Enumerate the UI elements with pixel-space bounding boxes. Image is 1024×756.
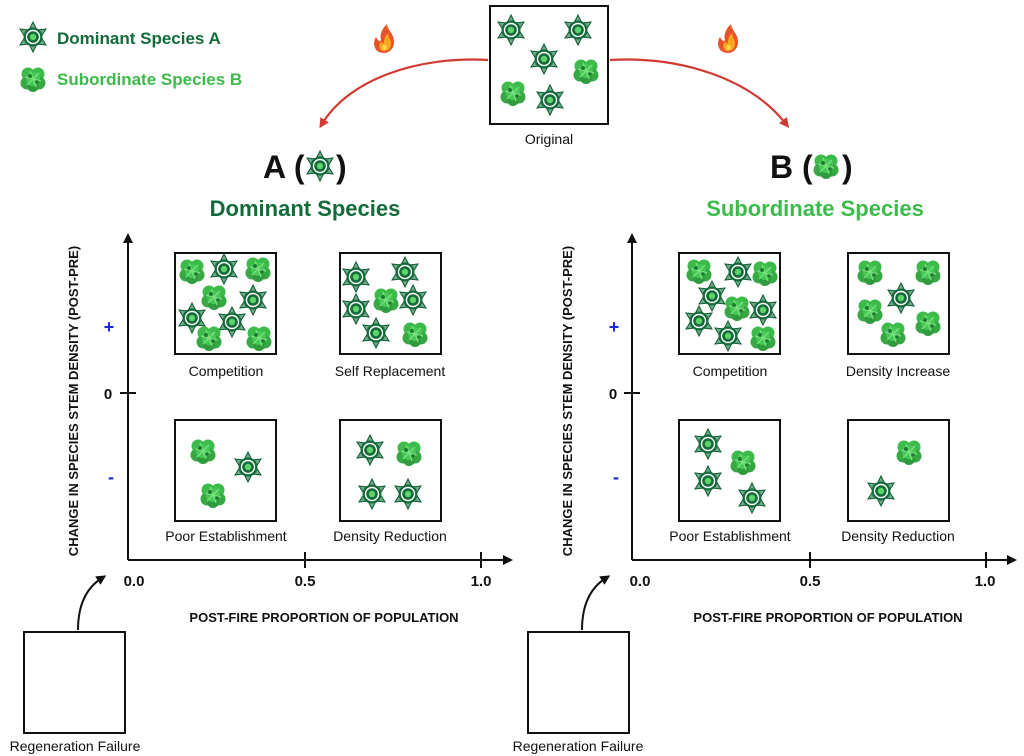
dominant-species-icon bbox=[306, 150, 334, 182]
x-axis-label: POST-FIRE PROPORTION OF POPULATION bbox=[693, 610, 962, 625]
x-axis-label: POST-FIRE PROPORTION OF POPULATION bbox=[189, 610, 458, 625]
quadrant-caption: Poor Establishment bbox=[669, 528, 791, 544]
x-tick-1: 1.0 bbox=[975, 573, 996, 590]
legend-subordinate-label: Subordinate Species B bbox=[57, 70, 242, 89]
y-tick-minus: - bbox=[108, 467, 114, 487]
regeneration-failure-box bbox=[527, 631, 630, 734]
y-tick-minus: - bbox=[613, 467, 619, 487]
subordinate-species-icon bbox=[19, 66, 47, 93]
dominant-species-icon bbox=[19, 21, 47, 53]
quadrant-caption: Poor Establishment bbox=[165, 528, 287, 544]
panel-b-subtitle: Subordinate Species bbox=[706, 196, 924, 221]
panel-b-letter: B ( bbox=[770, 149, 813, 185]
regeneration-failure-box bbox=[23, 631, 126, 734]
subordinate-species-icon bbox=[812, 153, 840, 180]
quadrant-caption: Density Reduction bbox=[841, 528, 955, 544]
x-tick-0: 0.0 bbox=[630, 573, 651, 590]
panel-a-close: ) bbox=[336, 149, 347, 185]
y-axis-label: CHANGE IN SPECIES STEM DENSITY (POST-PRE… bbox=[560, 246, 575, 556]
x-tick-0: 0.0 bbox=[124, 573, 145, 590]
x-tick-0-5: 0.5 bbox=[295, 573, 316, 590]
y-tick-plus: + bbox=[104, 317, 115, 337]
fire-icon bbox=[718, 24, 738, 53]
panel-b-close: ) bbox=[842, 149, 853, 185]
panel-a-subtitle: Dominant Species bbox=[210, 196, 401, 221]
quadrant-caption: Density Reduction bbox=[333, 528, 447, 544]
legend: Dominant Species A Subordinate Species B bbox=[19, 21, 242, 93]
original-caption: Original bbox=[525, 131, 573, 147]
arrow-to-panel-b bbox=[609, 58, 790, 128]
arrow-to-panel-a bbox=[319, 58, 489, 129]
x-tick-0-5: 0.5 bbox=[800, 573, 821, 590]
quadrant-caption: Self Replacement bbox=[335, 363, 446, 379]
panel-b: B ( ) Subordinate Species + 0 - 0.0 0.5 … bbox=[513, 149, 1017, 754]
y-tick-zero: 0 bbox=[104, 386, 112, 403]
y-tick-plus: + bbox=[609, 317, 620, 337]
legend-dominant-label: Dominant Species A bbox=[57, 29, 221, 48]
original-box: Original bbox=[489, 5, 609, 147]
regeneration-failure-caption: Regeneration Failure bbox=[513, 738, 644, 754]
panel-a: A ( ) Dominant Species + 0 - 0.0 0.5 1.0… bbox=[10, 149, 513, 754]
quadrant-caption: Competition bbox=[189, 363, 264, 379]
quadrant-caption: Competition bbox=[693, 363, 768, 379]
y-axis-label: CHANGE IN SPECIES STEM DENSITY (POST-PRE… bbox=[66, 246, 81, 556]
x-tick-1: 1.0 bbox=[471, 573, 492, 590]
fire-icon bbox=[374, 24, 394, 53]
regeneration-failure-caption: Regeneration Failure bbox=[10, 738, 141, 754]
y-tick-zero: 0 bbox=[609, 386, 617, 403]
quadrant-caption: Density Increase bbox=[846, 363, 950, 379]
panel-a-letter: A ( bbox=[263, 149, 305, 185]
